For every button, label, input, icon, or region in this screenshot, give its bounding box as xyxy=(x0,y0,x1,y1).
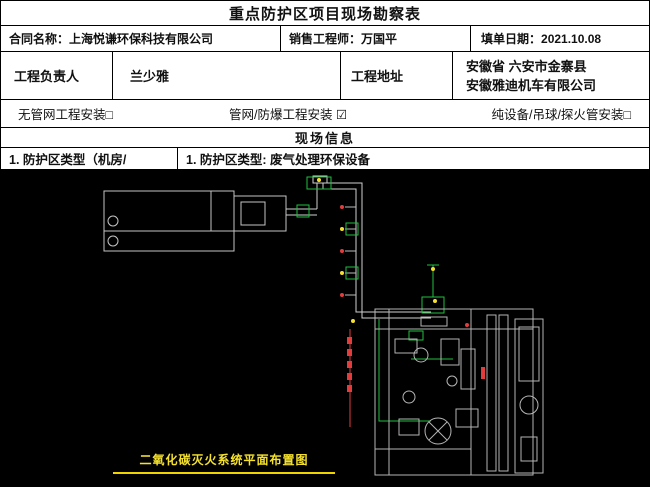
project-address-label: 工程地址 xyxy=(341,52,453,99)
cad-left-machine xyxy=(103,190,287,252)
contract-cell: 合同名称：上海悦谦环保科技有限公司 xyxy=(1,26,281,51)
cad-nozzle-dots xyxy=(317,178,355,323)
install-option-pipe-network: 管网/防爆工程安装 ☑ xyxy=(229,108,348,122)
sales-engineer-value: 万国平 xyxy=(361,32,398,46)
project-address-line2: 安徽雅迪机车有限公司 xyxy=(466,77,597,93)
cad-drawing: 二氧化碳灭火系统平面布置图 xyxy=(1,169,649,486)
site-info-header: 现场信息 xyxy=(1,128,649,148)
contract-label: 合同名称： xyxy=(9,32,70,46)
checkbox-checked-icon: ☑ xyxy=(335,108,348,122)
checkbox-unchecked-icon: □ xyxy=(105,108,114,122)
fill-date-label: 填单日期： xyxy=(481,32,542,46)
cad-plan-svg xyxy=(103,175,544,476)
sales-engineer-label: 销售工程师： xyxy=(289,32,362,46)
form-title: 重点防护区项目现场勘察表 xyxy=(228,5,421,23)
cad-caption: 二氧化碳灭火系统平面布置图 xyxy=(113,451,335,474)
cad-nozzle-ticks xyxy=(345,206,356,296)
project-address-line1: 安徽省 六安市金寨县 xyxy=(466,58,587,74)
form-title-row: 重点防护区项目现场勘察表 xyxy=(1,1,649,26)
contract-value: 上海悦谦环保科技有限公司 xyxy=(69,32,214,46)
project-manager-value: 兰少雅 xyxy=(113,52,341,99)
install-type-row: 无管网工程安装□ 管网/防爆工程安装 ☑ 纯设备/吊球/探火管安装□ xyxy=(1,100,649,128)
fill-date-cell: 填单日期：2021.10.08 xyxy=(471,26,649,51)
manager-address-row: 工程负责人 兰少雅 工程地址 安徽省 六安市金寨县 安徽雅迪机车有限公司 xyxy=(1,52,649,100)
install-option-equipment: 纯设备/吊球/探火管安装□ xyxy=(491,108,631,122)
checkbox-unchecked-icon: □ xyxy=(623,108,631,122)
site-info-title: 现场信息 xyxy=(294,131,355,146)
install-option-no-pipe: 无管网工程安装□ xyxy=(18,108,114,122)
cad-caption-text: 二氧化碳灭火系统平面布置图 xyxy=(139,453,309,467)
cad-green-accents xyxy=(296,176,453,422)
contract-info-row: 合同名称：上海悦谦环保科技有限公司 销售工程师：万国平 填单日期：2021.10… xyxy=(1,26,649,52)
zone-type-right: 1. 防护区类型: 废气处理环保设备 xyxy=(186,153,371,167)
zone-type-row: 1. 防护区类型（机房/ 1. 防护区类型: 废气处理环保设备 xyxy=(1,148,649,169)
project-address-value: 安徽省 六安市金寨县 安徽雅迪机车有限公司 xyxy=(453,52,649,99)
cad-pipe-run xyxy=(286,175,431,319)
cad-equipment-block xyxy=(374,308,544,476)
cad-red-annotation xyxy=(347,267,485,427)
fill-date-value: 2021.10.08 xyxy=(541,31,602,46)
zone-type-left: 1. 防护区类型（机房/ xyxy=(1,148,178,169)
project-manager-label: 工程负责人 xyxy=(1,52,113,99)
sales-engineer-cell: 销售工程师：万国平 xyxy=(281,26,471,51)
